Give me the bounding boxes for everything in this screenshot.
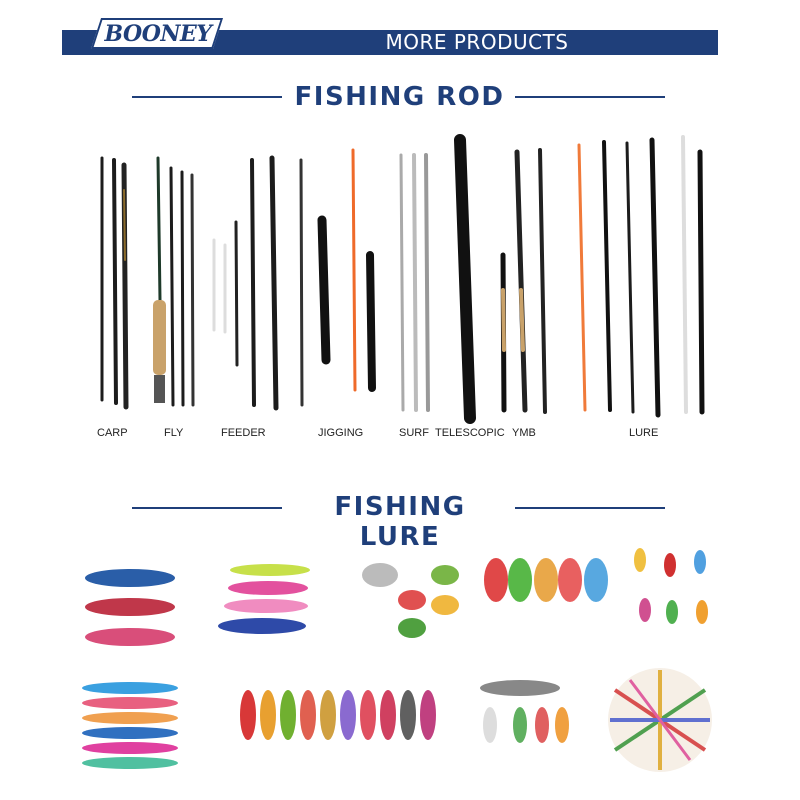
brand-logo: BOONEY	[104, 21, 212, 47]
lure-image-stickbaits	[480, 680, 569, 743]
rod-label-feeder: FEEDER	[221, 427, 266, 439]
telescopic-rod-image	[454, 134, 476, 424]
rod-label-ymb: YMB	[512, 427, 536, 439]
lure-heading-rule-left	[132, 507, 282, 509]
rod-section-title: FISHING ROD	[294, 82, 505, 112]
lure-section-title: FISHING LURE	[334, 492, 466, 552]
lure-image-pencils	[218, 564, 310, 634]
rod-label-carp: CARP	[97, 427, 128, 439]
rod-heading-rule-left	[132, 96, 282, 98]
lure-rods-image	[577, 135, 705, 418]
lure-image-spinners	[634, 548, 708, 624]
lure-image-soft-baits	[608, 668, 712, 772]
lure-image-vibes	[362, 563, 459, 638]
lure-image-minnows	[85, 569, 175, 646]
lure-heading-rule-right	[515, 507, 665, 509]
carp-rods-image	[100, 156, 129, 410]
ymb-rods-image	[500, 148, 547, 414]
rod-label-surf: SURF	[399, 427, 429, 439]
jigging-rods-image	[299, 148, 376, 407]
surf-rods-image	[399, 153, 430, 412]
rod-label-jigging: JIGGING	[318, 427, 364, 439]
feeder-rods-image	[212, 155, 279, 411]
lure-image-poppers	[484, 558, 608, 602]
header-title: MORE PRODUCTS	[385, 30, 569, 54]
lure-image-jigs	[82, 682, 178, 769]
rod-label-lure: LURE	[629, 427, 659, 439]
rod-heading-rule-right	[515, 96, 665, 98]
lure-image-swimbaits	[240, 690, 436, 740]
rod-label-fly: FLY	[164, 427, 184, 439]
fly-rods-image	[153, 156, 195, 407]
rod-label-telescopic: TELESCOPIC	[435, 427, 505, 439]
